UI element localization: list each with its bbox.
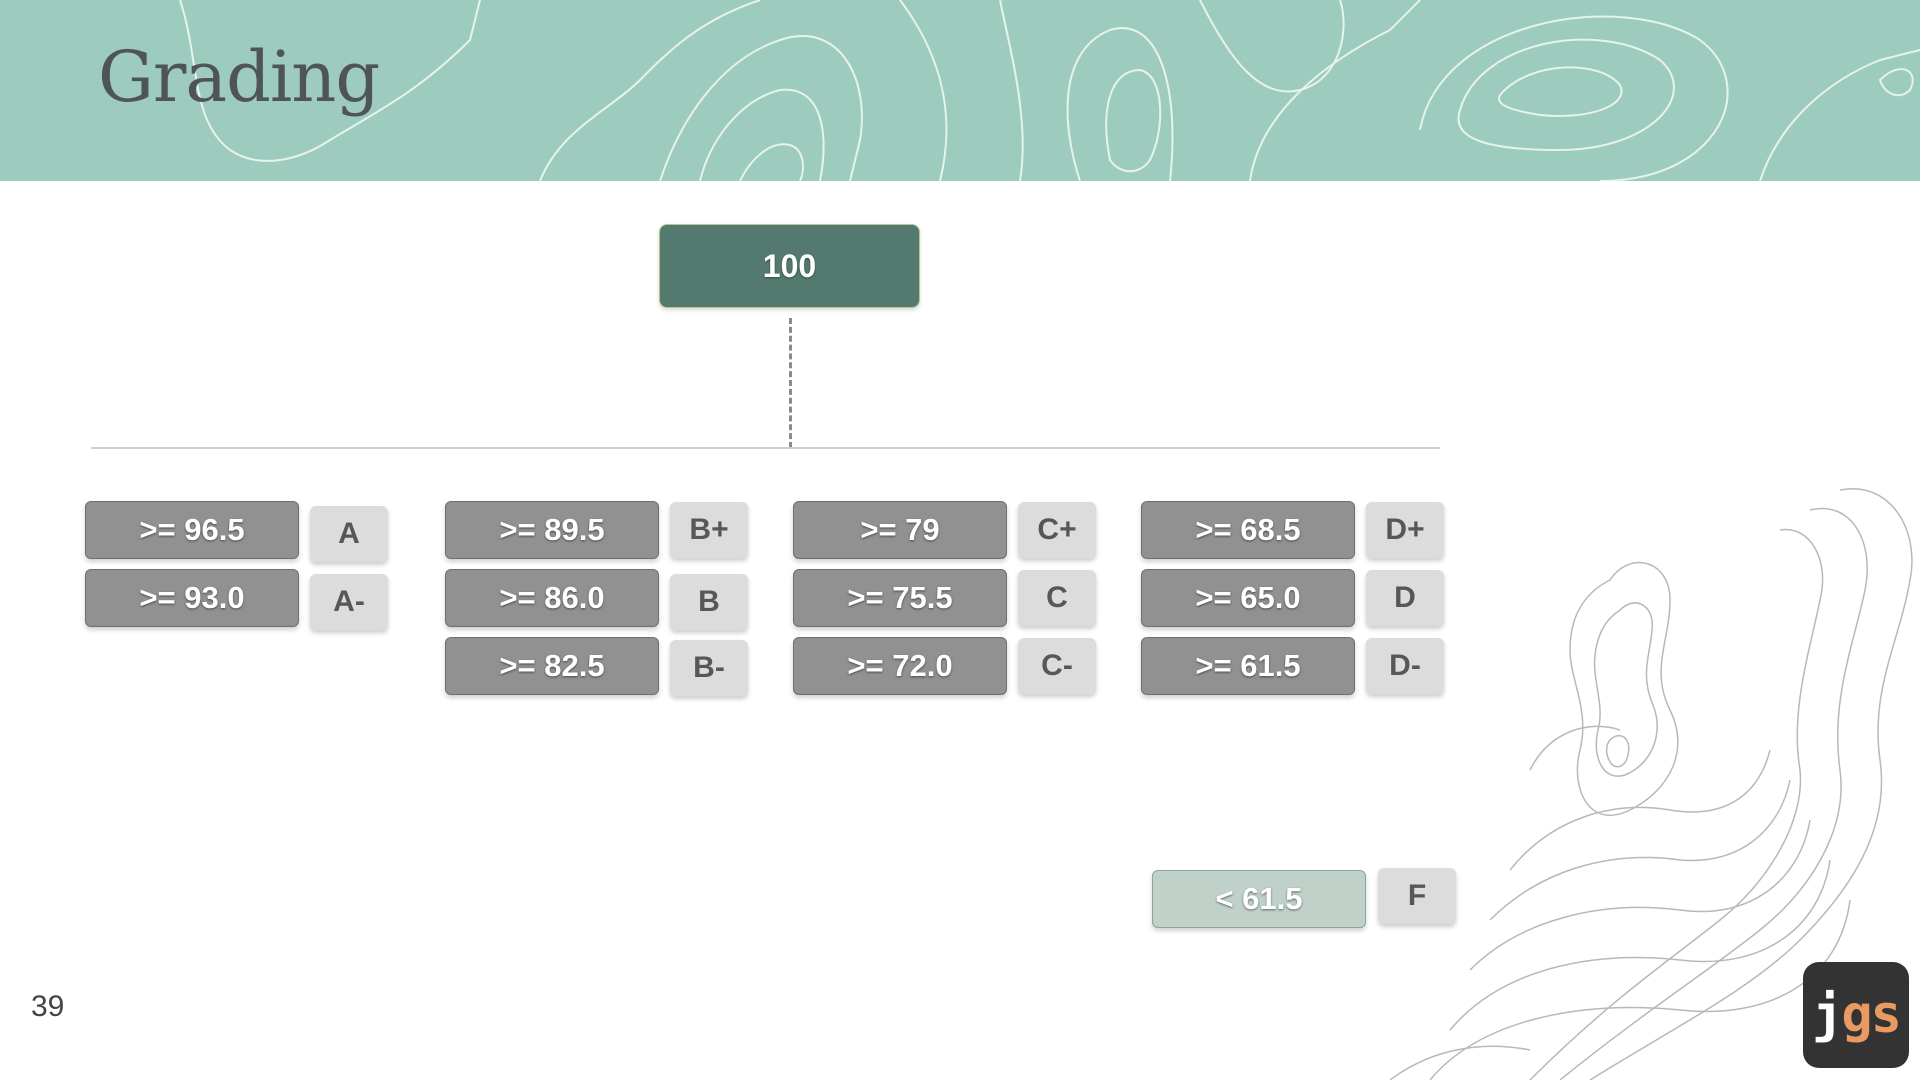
logo-gs: gs	[1841, 985, 1902, 1045]
grade-letter: A-	[310, 574, 388, 630]
grade-letter: C-	[1018, 638, 1096, 694]
grade-letter: D-	[1366, 638, 1444, 694]
fail-threshold-box: < 61.5	[1152, 870, 1366, 928]
threshold-box: >= 82.5	[445, 637, 659, 695]
threshold-box: >= 96.5	[85, 501, 299, 559]
grade-letter: B	[670, 574, 748, 630]
threshold-box: >= 65.0	[1141, 569, 1355, 627]
grade-letter: D+	[1366, 502, 1444, 558]
threshold-box: >= 89.5	[445, 501, 659, 559]
threshold-box: >= 86.0	[445, 569, 659, 627]
grade-letter: A	[310, 506, 388, 562]
threshold-box: >= 61.5	[1141, 637, 1355, 695]
topographic-pattern	[179, 0, 1920, 181]
grade-letter: C	[1018, 570, 1096, 626]
dashed-connector	[789, 318, 792, 448]
logo-j: j	[1812, 985, 1843, 1045]
threshold-box: >= 93.0	[85, 569, 299, 627]
page-number: 39	[31, 990, 65, 1023]
grade-letter: B+	[670, 502, 748, 558]
threshold-box: >= 79	[793, 501, 1007, 559]
grade-letter-fail: F	[1378, 868, 1456, 924]
threshold-box: >= 68.5	[1141, 501, 1355, 559]
header-banner: Grading	[0, 0, 1920, 181]
topographic-decoration	[1389, 487, 1913, 1080]
page-title: Grading	[98, 36, 380, 118]
grade-letter: B-	[670, 640, 748, 696]
divider-line	[91, 447, 1440, 449]
threshold-box: >= 72.0	[793, 637, 1007, 695]
grade-letter: D	[1366, 570, 1444, 626]
root-score-box: 100	[659, 224, 920, 308]
grade-letter: C+	[1018, 502, 1096, 558]
threshold-box: >= 75.5	[793, 569, 1007, 627]
